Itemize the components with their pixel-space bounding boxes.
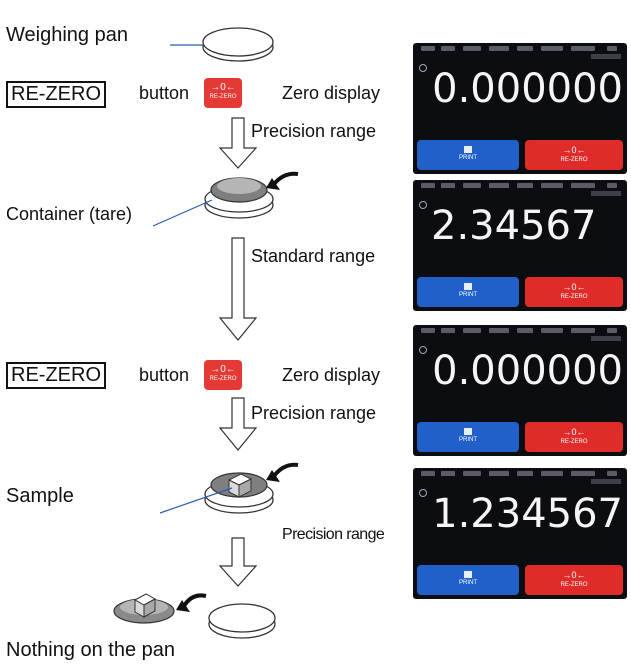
weight-reading: 0.000000	[432, 66, 623, 112]
label-container: Container (tare)	[6, 204, 133, 224]
rezero-button[interactable]: →0← RE-ZERO	[525, 277, 623, 307]
print-icon	[464, 571, 472, 578]
down-arrow-1	[218, 117, 258, 169]
date-indicator	[591, 479, 621, 484]
balance-screen-3: 0.000000 PRINT →0← RE-ZERO	[413, 325, 627, 456]
rezero-arrow-icon: →0←	[562, 282, 586, 292]
rezero-arrow-icon: →0←	[562, 570, 586, 580]
leader-sample	[159, 487, 233, 514]
rezero-label: RE-ZERO	[560, 157, 588, 163]
status-bar	[413, 325, 627, 335]
rezero-button[interactable]: →0← RE-ZERO	[525, 140, 623, 170]
down-arrow-4	[218, 537, 258, 587]
stability-icon	[419, 201, 427, 209]
status-bar	[413, 180, 627, 190]
rezero-icon-label: RE-ZERO	[209, 376, 237, 382]
rezero-arrow-icon: →0←	[210, 82, 236, 93]
down-arrow-3	[218, 397, 258, 451]
balance-screen-2: 2.34567 PRINT →0← RE-ZERO	[413, 180, 627, 311]
label-button-2: button	[139, 365, 190, 385]
down-arrow-2	[218, 237, 258, 341]
label-precision-range-3: Precision range	[282, 526, 385, 543]
label-sample: Sample	[6, 485, 74, 507]
label-zero-display-2: Zero display	[282, 365, 381, 385]
label-weighing-pan: Weighing pan	[6, 24, 128, 46]
stability-icon	[419, 346, 427, 354]
pan-with-container-graphic	[204, 177, 274, 219]
print-label: PRINT	[459, 437, 477, 443]
place-arrow-1	[272, 171, 299, 186]
stability-icon	[419, 489, 427, 497]
removed-container-graphic	[113, 593, 175, 624]
rezero-arrow-icon: →0←	[562, 427, 586, 437]
status-bar	[413, 43, 627, 53]
weight-reading: 0.000000	[432, 348, 623, 394]
label-zero-display-1: Zero display	[282, 83, 381, 103]
label-rezero-2: RE-ZERO	[6, 362, 106, 389]
print-label: PRINT	[459, 292, 477, 298]
rezero-button[interactable]: →0← RE-ZERO	[525, 422, 623, 452]
print-icon	[464, 146, 472, 153]
place-arrow-2	[272, 462, 299, 478]
remove-arrow	[182, 593, 207, 608]
print-button[interactable]: PRINT	[417, 422, 519, 452]
empty-pan-graphic	[208, 603, 276, 639]
print-button[interactable]: PRINT	[417, 140, 519, 170]
label-nothing-on-pan: Nothing on the pan	[6, 639, 176, 661]
balance-screen-4: 1.234567 PRINT →0← RE-ZERO	[413, 468, 627, 599]
label-precision-range-1: Precision range	[251, 121, 377, 141]
rezero-button[interactable]: →0← RE-ZERO	[525, 565, 623, 595]
rezero-label: RE-ZERO	[560, 294, 588, 300]
weight-reading: 1.234567	[432, 491, 623, 537]
rezero-button-icon-2: →0← RE-ZERO	[204, 360, 242, 390]
date-indicator	[591, 54, 621, 59]
leader-container	[152, 199, 213, 227]
rezero-label: RE-ZERO	[560, 439, 588, 445]
status-bar	[413, 468, 627, 478]
date-indicator	[591, 191, 621, 196]
rezero-icon-label: RE-ZERO	[209, 94, 237, 100]
weighing-pan-graphic	[202, 27, 274, 62]
print-label: PRINT	[459, 155, 477, 161]
rezero-arrow-icon: →0←	[562, 145, 586, 155]
date-indicator	[591, 336, 621, 341]
label-rezero-1: RE-ZERO	[6, 81, 106, 108]
print-icon	[464, 283, 472, 290]
print-label: PRINT	[459, 580, 477, 586]
rezero-button-icon-1: →0← RE-ZERO	[204, 78, 242, 108]
print-icon	[464, 428, 472, 435]
label-standard-range: Standard range	[251, 246, 376, 266]
weight-reading: 2.34567	[431, 203, 597, 249]
balance-screen-1: 0.000000 PRINT →0← RE-ZERO	[413, 43, 627, 174]
print-button[interactable]: PRINT	[417, 277, 519, 307]
print-button[interactable]: PRINT	[417, 565, 519, 595]
rezero-label: RE-ZERO	[560, 582, 588, 588]
rezero-arrow-icon: →0←	[210, 364, 236, 375]
label-precision-range-2: Precision range	[251, 403, 377, 423]
label-button-1: button	[139, 83, 190, 103]
pan-with-sample-graphic	[204, 472, 274, 514]
stability-icon	[419, 64, 427, 72]
